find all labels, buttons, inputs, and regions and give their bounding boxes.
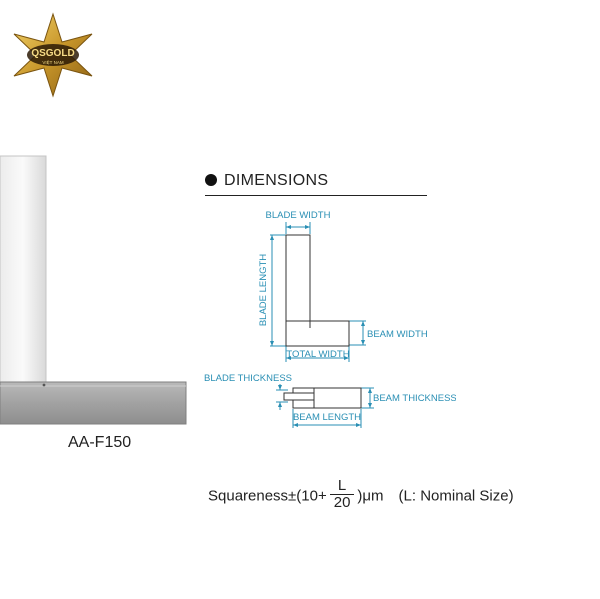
label-beam-length: BEAM LENGTH xyxy=(293,412,361,423)
formula-numerator: L xyxy=(329,478,355,495)
try-square-image xyxy=(0,155,187,425)
dimension-diagram: BLADE WIDTH BLADE LENGTH BEAM WIDTH TOTA… xyxy=(204,210,456,428)
label-beam-width: BEAM WIDTH xyxy=(367,329,428,340)
formula-suffix: )μm (L: Nominal Size) xyxy=(357,487,514,505)
formula-prefix: Squareness±(10+ xyxy=(208,487,327,505)
formula-denominator: 20 xyxy=(333,494,351,511)
dimensions-header: DIMENSIONS xyxy=(205,172,328,190)
label-blade-width: BLADE WIDTH xyxy=(266,210,331,221)
bullet-icon xyxy=(205,174,217,186)
model-label: AA-F150 xyxy=(68,434,132,451)
header-rule xyxy=(205,195,427,196)
label-blade-thickness: BLADE THICKNESS xyxy=(204,373,292,384)
brand-sub: VIỆT NAM xyxy=(42,58,63,65)
brand-name: QSGOLD xyxy=(31,48,74,59)
label-blade-length: BLADE LENGTH xyxy=(258,254,269,326)
dimensions-title: DIMENSIONS xyxy=(224,172,329,189)
label-total-width: TOTAL WIDTH xyxy=(286,349,349,360)
label-beam-thickness: BEAM THICKNESS xyxy=(373,393,456,404)
qsgold-logo: QSGOLD VIỆT NAM xyxy=(13,12,93,98)
